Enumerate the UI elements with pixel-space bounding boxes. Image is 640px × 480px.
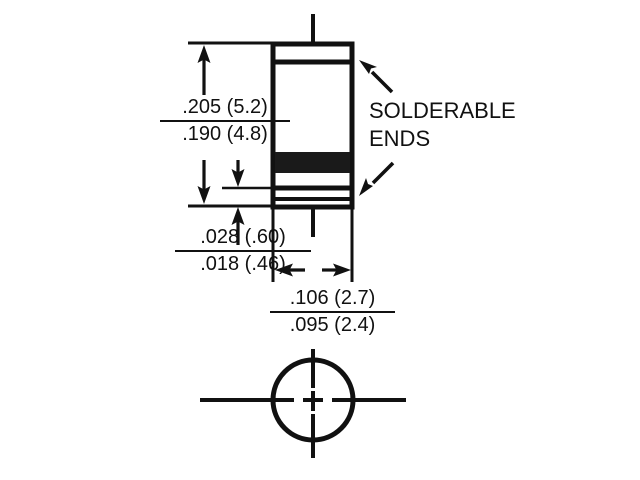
side-view-body (270, 14, 355, 237)
dimension-upper-value: .028 (.60) (200, 226, 286, 248)
dimension-fraction-rule (270, 311, 395, 313)
dimension-upper-value: .106 (2.7) (289, 287, 376, 309)
callout-solderable-ends-line1: SOLDERABLE (369, 98, 516, 123)
end-view-circle (270, 357, 356, 443)
component-body-outline (270, 41, 355, 210)
end-view (200, 349, 406, 458)
leader-arrow-top (359, 60, 394, 94)
small-dim-arrow-up (231, 207, 245, 245)
diameter-arrow-left (275, 263, 305, 277)
dimension-end-band (222, 160, 273, 245)
dimension-text-body-length: .205 (5.2) .190 (4.8) (160, 96, 290, 146)
dimension-text-body-diameter: .106 (2.7) .095 (2.4) (270, 287, 395, 337)
dimension-fraction-rule (175, 250, 311, 252)
leader-arrow-bottom (359, 161, 395, 196)
dimension-text-end-band: .028 (.60) .018 (.46) (175, 226, 311, 276)
diameter-arrow-right (322, 263, 351, 277)
callout-solderable-ends-line2: ENDS (369, 126, 431, 151)
dim-arrow-down (197, 160, 211, 204)
dimension-upper-value: .205 (5.2) (182, 96, 268, 118)
dimension-fraction-rule (160, 120, 290, 122)
cathode-band (275, 152, 350, 173)
dimension-lower-value: .095 (2.4) (289, 314, 376, 336)
dimension-lower-value: .018 (.46) (200, 253, 286, 275)
dim-arrow-up (197, 45, 211, 95)
small-dim-arrow-down (231, 160, 245, 187)
solderable-ends-leaders (359, 60, 395, 196)
dimension-body-diameter (271, 207, 354, 282)
dimension-lower-value: .190 (4.8) (182, 123, 268, 145)
